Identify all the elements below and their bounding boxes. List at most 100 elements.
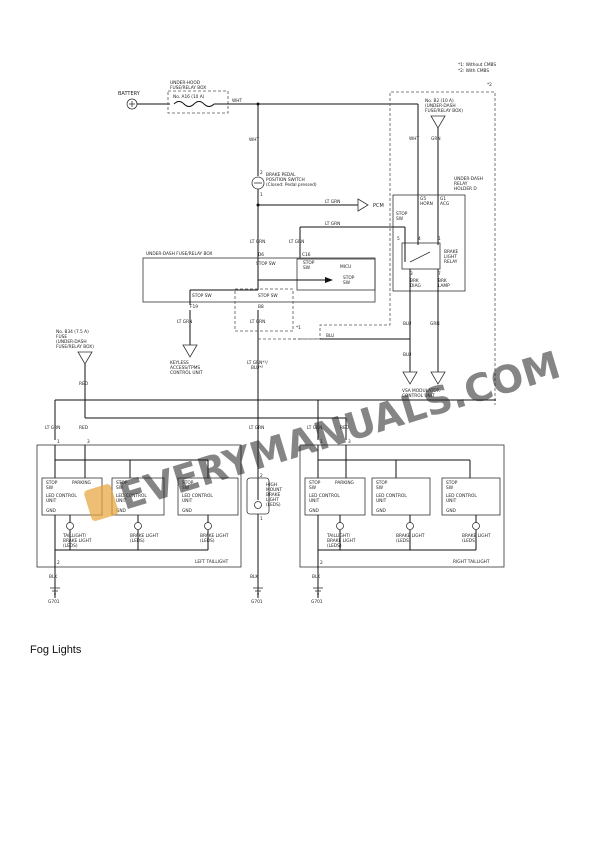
relay-holder-label-1: UNDER-DASH [454, 176, 483, 182]
right-led2-stop: STOP [376, 480, 388, 486]
wire-grn-relay: GRN [431, 136, 441, 142]
right-tail-label-1: TAILLIGHT/ [326, 533, 351, 539]
fuse-b34-connector [77, 351, 93, 365]
fuse-b34-label-2: FUSE [56, 334, 67, 340]
right-led1-unit-2: UNIT [309, 498, 320, 504]
note-with-cmbs: *2: With CMBS [458, 68, 489, 74]
pin-d6: D6 [258, 252, 264, 258]
brake-switch-label-3: (Closed: Pedal pressed) [266, 182, 317, 188]
wire-wht-relay: WHT [409, 136, 419, 142]
relay-label-1: BRAKE [444, 249, 459, 255]
relay-holder-label-2: RELAY [454, 181, 468, 187]
right-led1-parking: PARKING [335, 480, 354, 486]
wire-ltgrn-keyless: LT GRN [177, 319, 192, 325]
right-pin-1: 1 [320, 439, 323, 445]
right-brake1-label-2: (LEDS) [396, 538, 411, 544]
watermark-logo: EVERYMANUALS.COM [84, 343, 565, 521]
left-pin-2: 2 [57, 560, 60, 566]
ground-symbol-right [313, 587, 323, 595]
left-taillight-assembly [36, 444, 242, 568]
pcm-label: PCM [373, 203, 384, 209]
fuse-b2-label-2: (UNDER-DASH [425, 103, 456, 109]
wire-blu-relay: BLU [403, 321, 411, 327]
left-taillight-title: LEFT TAILLIGHT [195, 559, 229, 565]
fuse-a16-label: No. A16 (10 A) [173, 94, 205, 100]
underhood-box-title-2: FUSE/RELAY BOX [170, 85, 206, 91]
right-led2-sw: SW [376, 485, 384, 491]
fuse-b2-label-3: FUSE/RELAY BOX) [425, 108, 463, 114]
wire-red-right: RED [340, 425, 350, 431]
left-led3-sw: SW [182, 485, 190, 491]
left-led2-sw: SW [116, 485, 124, 491]
pin-f19: F19 [190, 304, 198, 310]
right-led1-sw: SW [309, 485, 317, 491]
left-led1-unit-1: LED CONTROL [46, 493, 77, 499]
right-led-control-unit-2 [371, 477, 431, 516]
right-brake-led-lamp-1 [406, 522, 414, 530]
hmsl-label-2: MOUNT [266, 487, 282, 493]
micu-label: MICU [340, 264, 351, 270]
relay-pin-3: 3 [410, 271, 413, 277]
left-led3-unit-1: LED CONTROL [182, 493, 213, 499]
wire-ltgrn-hmsl: LT GRN [249, 425, 264, 431]
right-led-control-unit-3 [441, 477, 501, 516]
left-led1-gnd: GND [46, 508, 57, 514]
right-taillight-assembly [299, 444, 505, 568]
left-led3-gnd: GND [182, 508, 193, 514]
hmsl-pin-1: 1 [260, 516, 263, 522]
relay-horn-label: HORN [420, 201, 433, 207]
micu-stop-label: STOP [303, 260, 315, 266]
right-led3-stop: STOP [446, 480, 458, 486]
relay-brk-diag-1: BRK [410, 278, 419, 284]
wire-red-left: RED [79, 425, 89, 431]
right-pin-2: 2 [320, 560, 323, 566]
relay-pin-7: 7 [438, 271, 441, 277]
brake-switch-label-1: BRAKE PEDAL [266, 172, 296, 178]
wire-ltgrn-left: LT GRN [45, 425, 60, 431]
vsa-label-1: VSA MODULATOR- [402, 388, 442, 394]
wire-ltgrn-c16: LT GRN [289, 239, 304, 245]
wire-red-fuse: RED [79, 381, 89, 387]
underhood-fuse-box [167, 90, 229, 114]
left-led2-unit-2: UNIT [116, 498, 127, 504]
keyless-label-2: ACCESS/TPMS [170, 365, 200, 371]
pin-g1: G1 [440, 196, 446, 202]
right-tail-label-3: (LEDS) [327, 543, 342, 549]
right-led1-stop: STOP [309, 480, 321, 486]
ground-symbol-left [50, 587, 60, 595]
ground-label-left: G701 [48, 599, 60, 605]
brake-switch-pin-1: 1 [260, 192, 263, 198]
stop-sw-b8-label: STOP SW [258, 293, 278, 299]
fuse-a16-symbol [173, 101, 215, 107]
right-led-control-unit-1 [304, 477, 366, 516]
relay-holder-label-3: HOLDER D [454, 186, 477, 192]
left-led1-parking: PARKING [72, 480, 91, 486]
hmsl-pin-2: 2 [260, 473, 263, 479]
fuse-b2-connector [430, 115, 446, 129]
right-led2-unit-2: UNIT [376, 498, 387, 504]
keyless-connector [182, 344, 198, 358]
right-led3-unit-1: LED CONTROL [446, 493, 477, 499]
wire-wht-switch: WHT [249, 137, 259, 143]
left-brake1-label-1: BRAKE LIGHT [130, 533, 159, 539]
micu-unit [296, 258, 376, 291]
relay-label-3: RELAY [444, 259, 458, 265]
wire-ltgrn-b8: LT GRN [250, 319, 265, 325]
hmsl-label-1: HIGH [266, 482, 277, 488]
brake-switch-label-2: POSITION SWITCH [266, 177, 305, 183]
left-led3-unit-2: UNIT [182, 498, 193, 504]
battery-symbol [126, 98, 138, 110]
relay-pin-1: 1 [438, 236, 441, 242]
section-heading: Fog Lights [30, 644, 82, 656]
right-led1-gnd: GND [309, 508, 320, 514]
relay-label-2: LIGHT [444, 254, 457, 260]
wire-ltgrn-blu-1: LT GRN*¹/ [247, 360, 268, 366]
right-led2-unit-1: LED CONTROL [376, 493, 407, 499]
marker-star-1: *1 [296, 325, 301, 331]
hmsl-label-3: BRAKE [266, 492, 281, 498]
underhood-box-title-1: UNDER-HOOD [170, 80, 201, 86]
fuse-b2-label-1: No. B2 (10 A) [425, 98, 454, 104]
left-led1-unit-2: UNIT [46, 498, 57, 504]
fuse-b34-label-1: No. B34 (7.5 A) [56, 329, 89, 335]
